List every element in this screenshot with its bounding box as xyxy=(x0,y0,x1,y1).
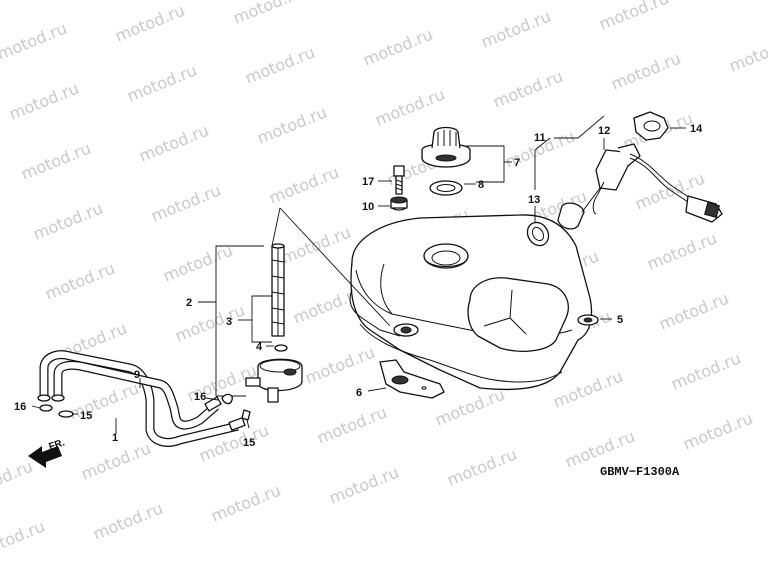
watermark-text: motod.ru xyxy=(278,223,353,268)
callout-15-right: 15 xyxy=(243,437,255,449)
callout-11: 11 xyxy=(534,132,546,144)
watermark-text: motod.ru xyxy=(42,259,117,304)
hose-clip xyxy=(39,393,251,421)
watermark-text: motod.ru xyxy=(0,517,48,562)
tank-bracket xyxy=(379,359,445,399)
watermark-text: motod.ru xyxy=(30,199,105,244)
watermark-text: motod.ru xyxy=(266,163,341,208)
callout-3: 3 xyxy=(226,316,232,328)
watermark-text: motod.ru xyxy=(360,25,435,70)
watermark-text: motod.ru xyxy=(160,241,235,286)
watermark-text: motod.ru xyxy=(550,367,625,412)
watermark-text: motod.ru xyxy=(596,0,671,34)
watermark-text: motod.ru xyxy=(136,121,211,166)
watermark-text: motod.ru xyxy=(254,103,329,148)
callout-8: 8 xyxy=(478,179,484,191)
watermark-text: motod.ru xyxy=(78,439,153,484)
watermark-text: motod.ru xyxy=(0,19,70,64)
watermark-text: motod.ru xyxy=(242,43,317,88)
watermark-text: motod.ru xyxy=(680,409,755,454)
collar xyxy=(390,196,408,211)
watermark-text: motod.ru xyxy=(18,139,93,184)
watermark-text: motod.ru xyxy=(644,229,719,274)
watermark-text: motod.ru xyxy=(668,349,743,394)
callout-16-left: 16 xyxy=(14,401,26,413)
diagram-code: GBMV−F1300A xyxy=(600,465,680,479)
watermark-text: motod.ru xyxy=(490,67,565,112)
bolt xyxy=(393,165,405,195)
front-direction-arrow-icon: FR. xyxy=(28,437,66,468)
cap-gasket xyxy=(429,180,463,196)
callout-7: 7 xyxy=(514,157,520,169)
callout-14: 14 xyxy=(690,123,703,135)
watermark-text: motod.ru xyxy=(230,0,305,28)
watermark-text: motod.ru xyxy=(326,463,401,508)
callout-9: 9 xyxy=(134,369,140,381)
callout-4: 4 xyxy=(256,341,263,353)
callout-12: 12 xyxy=(598,125,610,137)
watermark-text: motod.ru xyxy=(726,31,768,76)
watermark-text: motod.ru xyxy=(302,343,377,388)
direction-label: FR. xyxy=(48,437,67,453)
callout-16-right: 16 xyxy=(194,391,206,403)
watermark-text: motod.ru xyxy=(148,181,223,226)
watermark-text: motod.ru xyxy=(124,61,199,106)
watermark-text: motod.ru xyxy=(478,7,553,52)
watermark-text: motod.ru xyxy=(90,499,165,544)
watermark-text: motod.ru xyxy=(208,481,283,526)
watermark-text: motod.ru xyxy=(444,445,519,490)
sensor-plate xyxy=(633,111,669,141)
watermark-text: motod.ru xyxy=(608,49,683,94)
watermark-text: motod.ru xyxy=(66,379,141,424)
watermark-text: motod.ru xyxy=(656,289,731,334)
filler-cap xyxy=(421,126,471,168)
watermark-text: motod.ru xyxy=(6,79,81,124)
callout-6: 6 xyxy=(356,387,362,399)
watermark-text: motod.ru xyxy=(112,1,187,46)
callout-5: 5 xyxy=(617,314,623,326)
callout-1: 1 xyxy=(112,432,118,444)
watermark-text: motod.ru xyxy=(372,85,447,130)
callout-2: 2 xyxy=(186,297,192,309)
callout-13: 13 xyxy=(528,194,540,206)
callout-15-left: 15 xyxy=(80,410,92,422)
callout-10: 10 xyxy=(362,201,374,213)
watermark-text: motod.ru xyxy=(0,457,36,502)
watermark-text: motod.ru xyxy=(314,403,389,448)
fuel-cock-assy xyxy=(245,243,303,403)
watermark-text: motod.ru xyxy=(172,301,247,346)
fuel-tank xyxy=(349,214,599,391)
fuel-level-sensor xyxy=(526,143,723,247)
callout-17: 17 xyxy=(362,176,374,188)
fuel-hoses xyxy=(37,350,246,447)
